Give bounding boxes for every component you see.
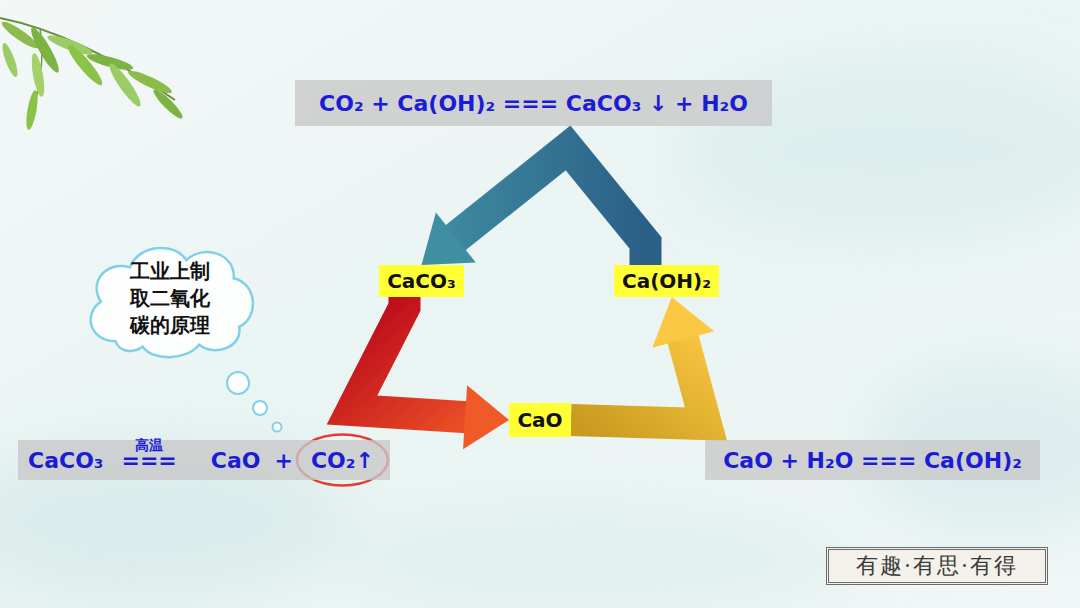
thought-bubble [253,401,267,415]
node-text: + [275,448,293,473]
thought-bubbles [227,372,282,432]
willow-leaf [151,87,186,122]
arrow-band [454,148,645,265]
willow-leaf [86,51,135,73]
cloud-shape [91,248,253,357]
willow-leaf [64,42,106,89]
node-text: Ca(OH)₂ [622,269,711,293]
thought-bubble [227,372,249,394]
willow-branch [0,18,185,130]
willow-leaf [126,67,174,96]
arrow-band [571,338,706,424]
willow-leaf [0,42,20,79]
reaction-arrow [422,148,646,265]
willow-leaf [106,61,145,110]
willow-leaf [29,52,46,97]
node-text: 工业上制取二氧化碳的原理 [129,258,211,339]
substance-label: CaCO₃ [379,265,464,297]
willow-stem [0,18,175,100]
equation-band: CaO + H₂O === Ca(OH)₂ [705,440,1040,480]
callout-cloud: 工业上制取二氧化碳的原理 [79,235,261,361]
blob [340,500,860,608]
substance-label: Ca(OH)₂ [614,265,719,297]
willow-leaf [24,90,40,131]
watercolor-blobs [0,60,1080,608]
equation-band: CaCO₃ ===高温 CaO + CO₂↑ [18,440,390,480]
node-text: 高温 [135,437,163,455]
thought-bubble [273,423,282,432]
condition-group: ===高温 [121,448,176,473]
equation-band: CO₂ + Ca(OH)₂ === CaCO₃ ↓ + H₂O [295,80,772,126]
arrow-head [422,213,476,265]
node-text: CaCO₃ [28,448,103,473]
node-text: CaO + H₂O === Ca(OH)₂ [723,448,1022,473]
reaction-arrow [571,297,714,424]
node-text: CO₂ + Ca(OH)₂ === CaCO₃ ↓ + H₂O [319,91,748,116]
slogan-stamp: 有趣·有思·有得 [826,547,1048,585]
arrow-head [463,385,509,449]
node-text: 有趣·有思·有得 [856,551,1018,581]
substance-label: CaO [509,403,571,437]
node-text: CaCO₃ [387,269,456,293]
arrow-band [352,297,467,417]
node-text: CaO [517,408,562,432]
node-text: CaO [211,448,261,473]
reaction-arrow [352,297,509,449]
arrow-head [652,297,714,348]
node-text: CO₂↑ [311,448,374,473]
